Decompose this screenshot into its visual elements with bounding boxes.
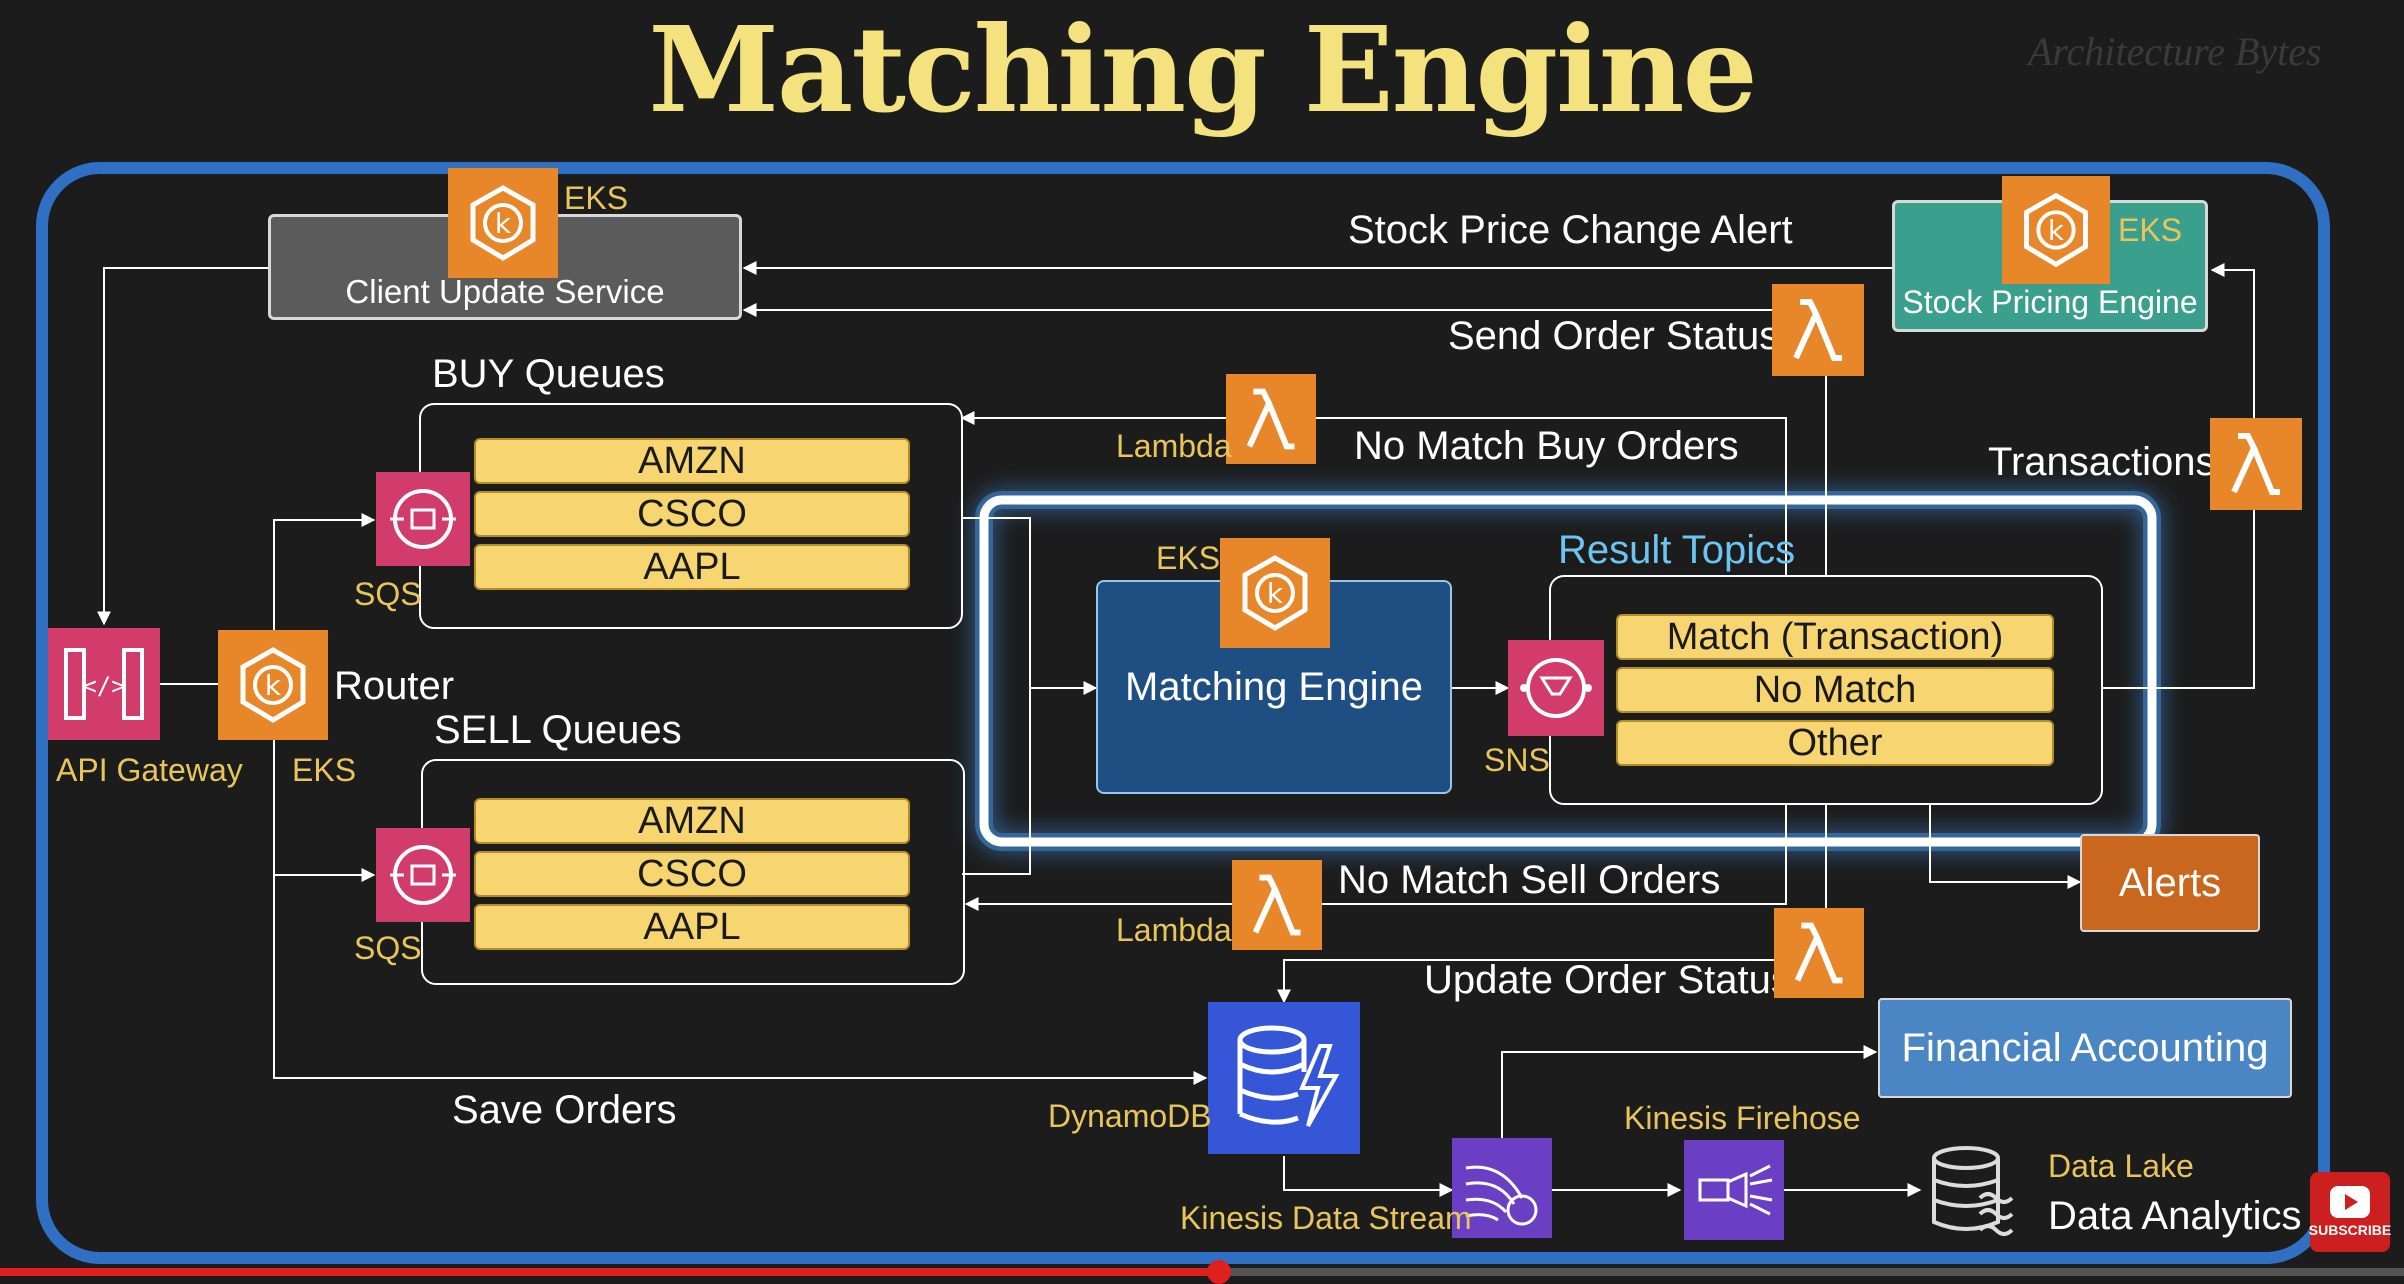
sns-label: SNS bbox=[1484, 742, 1550, 778]
api-gateway-icon: </> bbox=[48, 628, 160, 740]
data-lake-label: Data Lake bbox=[2048, 1148, 2194, 1184]
router-eks-tag: EKS bbox=[292, 752, 357, 788]
connector-buy-to-engine bbox=[962, 517, 1098, 695]
eks-icon: k bbox=[448, 168, 558, 278]
data-analytics-label: Data Analytics bbox=[2048, 1194, 2302, 1238]
dynamodb-label: DynamoDB bbox=[1048, 1098, 1212, 1134]
sns-icon bbox=[1508, 640, 1604, 736]
video-progress-handle[interactable] bbox=[1206, 1260, 1231, 1284]
eks-icon: k bbox=[218, 630, 328, 740]
result-topic-item: Match (Transaction) bbox=[1616, 614, 2054, 660]
eks-icon: k bbox=[2002, 176, 2110, 284]
client-update-eks-tag: EKS bbox=[564, 180, 629, 216]
buy-queues-title: BUY Queues bbox=[432, 352, 665, 396]
result-topics-title: Result Topics bbox=[1558, 528, 1796, 572]
lambda-icon bbox=[1232, 860, 1322, 950]
sqs-icon bbox=[376, 828, 470, 922]
financial-accounting-label: Financial Accounting bbox=[1901, 1025, 2269, 1070]
svg-text:k: k bbox=[1267, 577, 1284, 610]
sell-queue-item: CSCO bbox=[474, 851, 910, 897]
lambda-icon bbox=[1226, 374, 1316, 464]
outer-frame bbox=[36, 162, 2330, 1264]
lambda-sell-label: Lambda bbox=[1116, 912, 1232, 948]
matching-engine-eks-tag: EKS bbox=[1156, 540, 1221, 576]
lambda-icon bbox=[2210, 418, 2302, 510]
svg-text:k: k bbox=[265, 669, 282, 702]
client-update-service-label: Client Update Service bbox=[345, 273, 665, 310]
flow-label-transactions: Transactions bbox=[1988, 440, 2216, 484]
subscribe-button[interactable]: SUBSCRIBE bbox=[2308, 1172, 2392, 1252]
buy-queue-item: CSCO bbox=[474, 491, 910, 537]
sell-queue-item: AMZN bbox=[474, 798, 910, 844]
sell-queue-item: AAPL bbox=[474, 904, 910, 950]
connector-dynamodb-kinesis bbox=[1283, 1156, 1454, 1197]
dynamodb-icon bbox=[1208, 1002, 1360, 1154]
connector-sell-to-engine bbox=[962, 688, 1031, 875]
lambda-buy-label: Lambda bbox=[1116, 428, 1232, 464]
highlight-frame-inner bbox=[979, 495, 2157, 847]
flow-label-save-orders: Save Orders bbox=[452, 1088, 677, 1132]
sqs-icon bbox=[376, 472, 470, 566]
connector-kinesis-accounting bbox=[1501, 1045, 1878, 1138]
result-topic-item: Other bbox=[1616, 720, 2054, 766]
svg-text:k: k bbox=[495, 207, 512, 240]
buy-sqs-label: SQS bbox=[354, 576, 422, 612]
alerts-label: Alerts bbox=[2118, 860, 2222, 905]
lambda-icon bbox=[1774, 908, 1864, 998]
buy-queue-item: AAPL bbox=[474, 544, 910, 590]
connector-alerts bbox=[1929, 804, 2082, 889]
alerts-box: Alerts bbox=[2080, 834, 2260, 932]
video-progress-fill bbox=[0, 1268, 1219, 1276]
financial-accounting-box: Financial Accounting bbox=[1878, 998, 2292, 1098]
subscribe-label: SUBSCRIBE bbox=[2308, 1222, 2392, 1238]
sell-queues-title: SELL Queues bbox=[434, 708, 682, 752]
watermark: Architecture Bytes bbox=[2028, 29, 2322, 74]
svg-text:</>: </> bbox=[82, 672, 125, 700]
flow-label-no-match-sell-orders: No Match Sell Orders bbox=[1338, 858, 1721, 902]
svg-text:k: k bbox=[2048, 215, 2064, 247]
flow-label-stock-price-change-alert: Stock Price Change Alert bbox=[1348, 208, 1793, 252]
eks-icon: k bbox=[1220, 538, 1330, 648]
flow-label-no-match-buy-orders: No Match Buy Orders bbox=[1354, 424, 1739, 468]
stock-pricing-eks-tag: EKS bbox=[2118, 212, 2183, 248]
connector-update-order-status bbox=[1277, 804, 1827, 1004]
stock-pricing-engine-label: Stock Pricing Engine bbox=[1902, 284, 2198, 320]
connector-client-to-gateway bbox=[97, 267, 270, 626]
kinesis-firehose-label: Kinesis Firehose bbox=[1624, 1100, 1861, 1136]
flow-label-update-order-status: Update Order Status bbox=[1424, 958, 1791, 1002]
result-topic-item: No Match bbox=[1616, 667, 2054, 713]
play-icon bbox=[2330, 1186, 2370, 1218]
kinesis-data-stream-icon bbox=[1452, 1138, 1552, 1238]
lambda-icon bbox=[1772, 284, 1864, 376]
video-progress-bar[interactable] bbox=[0, 1260, 2404, 1284]
buy-queue-item: AMZN bbox=[474, 438, 910, 484]
router-label: Router bbox=[334, 664, 455, 708]
data-lake-icon bbox=[1924, 1136, 2030, 1242]
connector-router-dynamodb bbox=[273, 742, 1208, 1085]
kinesis-firehose-icon bbox=[1684, 1140, 1784, 1240]
flow-label-send-order-status: Send Order Status bbox=[1448, 314, 1780, 358]
api-gateway-label: API Gateway bbox=[56, 752, 243, 788]
kinesis-data-stream-label: Kinesis Data Stream bbox=[1180, 1200, 1472, 1236]
matching-engine-label: Matching Engine bbox=[1125, 664, 1423, 709]
page-title: Matching Engine bbox=[648, 0, 1757, 139]
sell-sqs-label: SQS bbox=[354, 930, 422, 966]
